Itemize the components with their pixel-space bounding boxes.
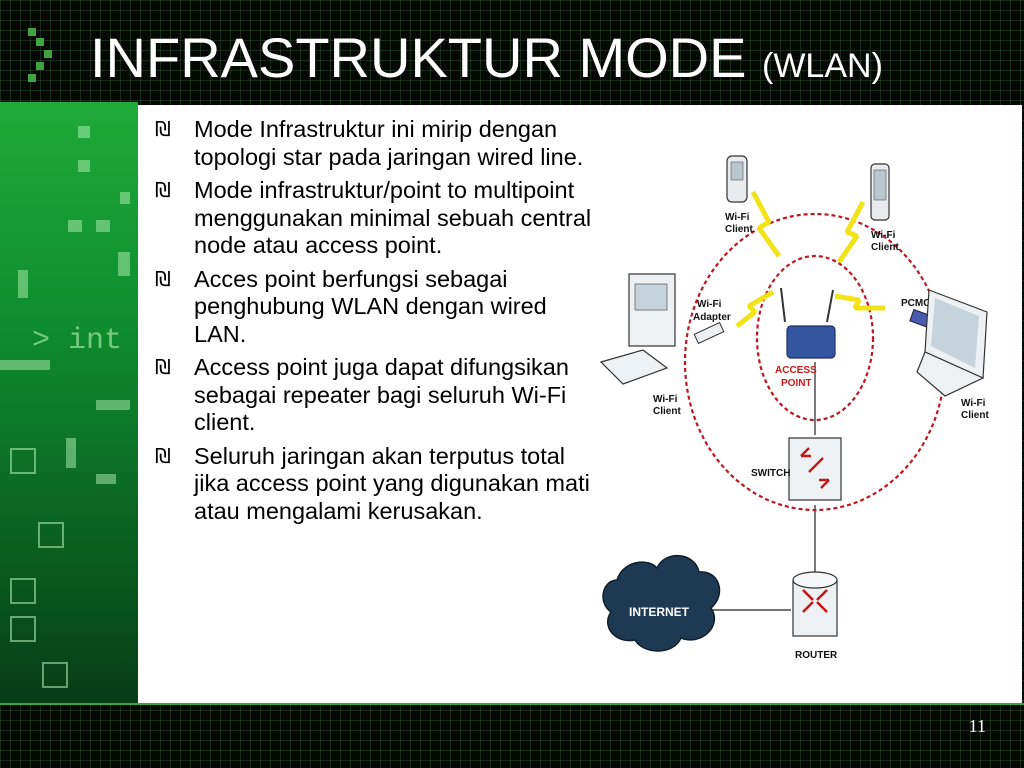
label-wifi-adapter-sub: Adapter [693, 312, 731, 323]
wireless-signal-icon [750, 190, 782, 258]
wireless-signal-icon [836, 200, 866, 264]
label-switch: SWITCH [751, 468, 790, 479]
label-router: ROUTER [795, 650, 838, 661]
network-diagram: Wi-Fi Client Wi-Fi Client Wi-Fi Adapter … [599, 155, 989, 661]
label-wifi-adapter: Wi-Fi [697, 299, 722, 310]
bullet-marker-icon: ₪ [155, 178, 171, 202]
label-access-point: ACCESS [775, 365, 817, 376]
bullet-text: Mode Infrastruktur ini mirip dengan topo… [194, 116, 584, 170]
wireless-signal-icon [735, 289, 775, 328]
title-main: INFRASTRUKTUR MODE [90, 26, 747, 89]
usb-adapter-icon [693, 321, 725, 345]
router-icon [792, 571, 838, 637]
laptop-icon [916, 289, 988, 397]
bullet-text: Seluruh jaringan akan terputus total jik… [194, 442, 590, 524]
bullet-item: ₪ Seluruh jaringan akan terputus total ji… [155, 443, 595, 526]
bullet-item: ₪ Acces point berfungsi sebagai penghubun… [155, 266, 595, 349]
label-wifi-client-right-sub: Client [961, 410, 989, 421]
wifi-phone-icon [870, 163, 890, 221]
label-wifi-client-tl: Wi-Fi [725, 212, 750, 223]
page-number: 11 [968, 716, 986, 736]
bullet-marker-icon: ₪ [155, 266, 171, 291]
wifi-phone-icon [726, 155, 748, 203]
label-pcmcia: PCMCIA [901, 298, 940, 309]
bullet-text: Access point juga dapat difungsikan seba… [194, 354, 569, 435]
access-point-icon [780, 287, 836, 359]
bullet-text: Mode infrastruktur/point to multipoint m… [194, 177, 592, 258]
internet-cloud-icon [602, 554, 721, 652]
bullet-list: ₪ Mode Infrastruktur ini mirip dengan top… [155, 116, 595, 531]
title-subtitle: (WLAN) [762, 47, 883, 85]
bullet-item: ₪ Mode infrastruktur/point to multipoint … [155, 177, 595, 260]
desktop-computer-icon [599, 273, 676, 385]
bullet-marker-icon: ₪ [155, 117, 171, 141]
slide-title: INFRASTRUKTUR MODE (WLAN) [90, 18, 883, 98]
label-wifi-client-right: Wi-Fi [961, 398, 986, 409]
label-wifi-client-tl-sub: Client [725, 224, 753, 235]
bullet-item: ₪ Access point juga dapat difungsikan seb… [155, 354, 595, 437]
left-decorative-panel: > int [0, 102, 138, 705]
bullet-marker-icon: ₪ [155, 443, 171, 468]
label-internet: INTERNET [629, 605, 690, 619]
switch-icon [788, 437, 842, 501]
label-wifi-client-tr-sub: Client [871, 242, 899, 253]
label-wifi-client-tr: Wi-Fi [871, 230, 896, 241]
label-access-point-sub: POINT [781, 378, 812, 389]
label-wifi-client-left: Wi-Fi [653, 394, 678, 405]
label-wifi-client-left-sub: Client [653, 406, 681, 417]
wireless-signal-icon [834, 293, 885, 311]
chevron-decoration-icon [28, 28, 52, 82]
inner-coverage-ring [755, 254, 875, 422]
footer-divider [0, 703, 1024, 705]
bullet-item: ₪ Mode Infrastruktur ini mirip dengan top… [155, 116, 595, 171]
bullet-text: Acces point berfungsi sebagai penghubung… [194, 265, 547, 347]
left-code-text: > int [32, 324, 123, 358]
bullet-marker-icon: ₪ [155, 355, 171, 379]
